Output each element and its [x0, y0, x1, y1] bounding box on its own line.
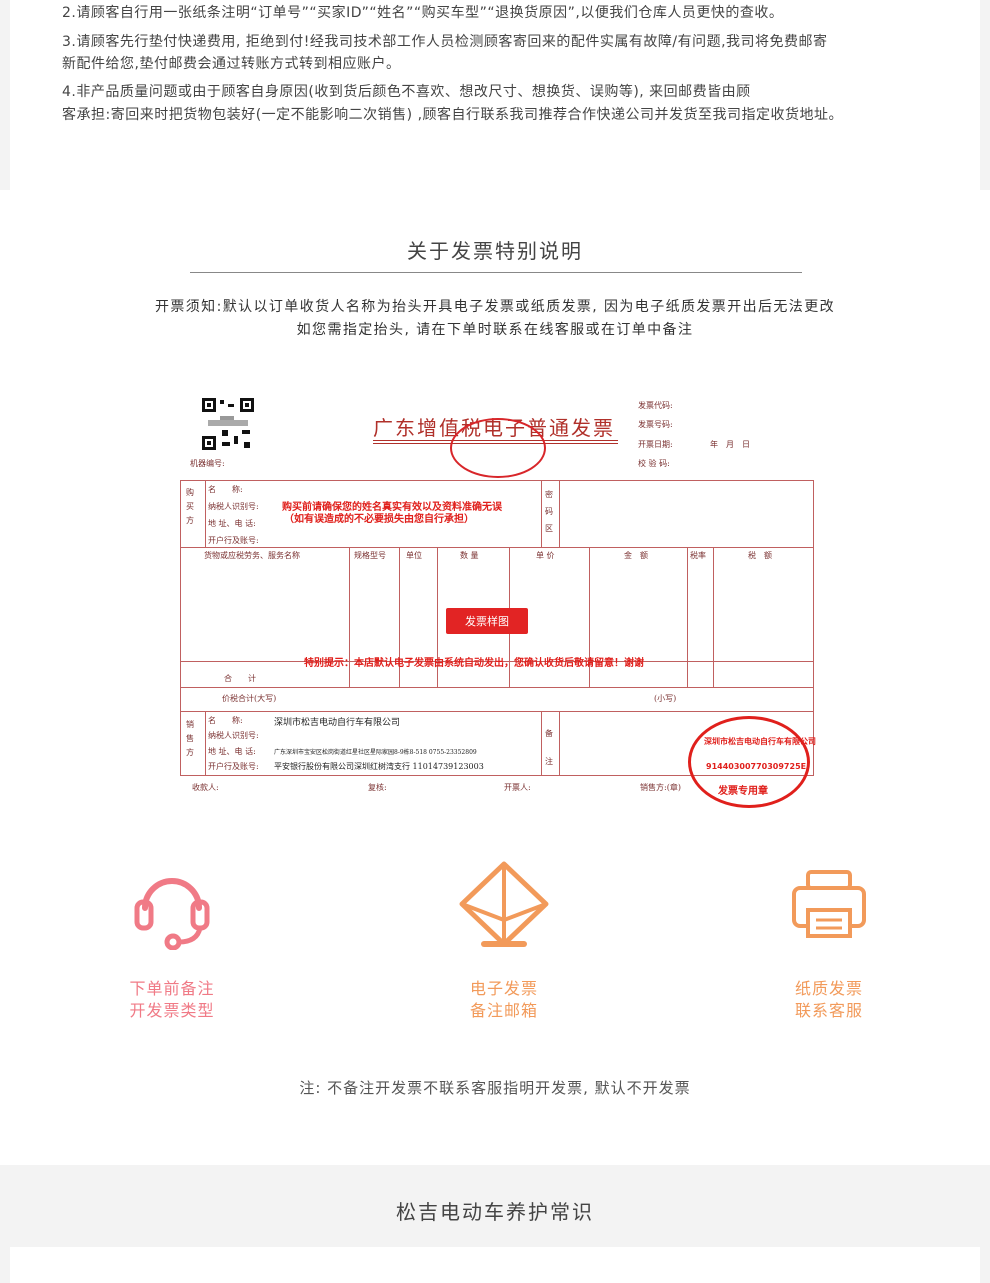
rule-item-3-line2: 新配件给您,垫付邮费会通过转账方式转到相应账户。	[62, 56, 401, 72]
invoice-sample-badge: 发票样图	[446, 608, 528, 634]
stamp-label: 发票专用章	[718, 786, 768, 797]
buyer-bank-label: 开户行及账号:	[208, 536, 259, 545]
buyer-warning-1: 购买前请确保您的姓名真实有效以及资料准确无误	[282, 502, 502, 513]
feature-note-before-order: 下单前备注 开发票类型	[72, 860, 272, 1022]
machine-no-label: 机器编号:	[190, 459, 225, 468]
col-tax-rate: 税率	[690, 551, 706, 560]
feature-2-line1: 电子发票	[469, 979, 538, 998]
feature-3-line1: 纸质发票	[794, 979, 863, 998]
printer-icon	[792, 870, 866, 938]
feature-paper-invoice: 纸质发票 联系客服	[729, 860, 929, 1022]
seller-bank: 平安银行股份有限公司深圳红树湾支行 11014739123003	[274, 762, 484, 771]
col-quantity: 数 量	[460, 551, 479, 560]
seller-taxid-label: 纳税人识别号:	[208, 731, 259, 740]
invoice-sample: 机器编号: 广东增值税电子普通发票 发票代码: 发票号码: 开票日期: 年 月 …	[178, 390, 818, 810]
invoice-footnote: 注: 不备注开发票不联系客服指明开发票, 默认不开发票	[299, 1079, 691, 1097]
seller-side-label: 销售方	[186, 720, 194, 757]
small-write-label: (小写)	[654, 694, 677, 703]
col-unit-price: 单 价	[536, 551, 555, 560]
buyer-side-label: 购买方	[186, 488, 194, 525]
tax-bureau-seal-icon	[450, 418, 546, 478]
rule-item-4-line2: 客承担:寄回来时把货物包装好(一定不能影响二次销售) ,顾客自行联系我司推荐合作…	[62, 107, 844, 123]
buyer-name-label: 名 称:	[208, 485, 243, 494]
stamp-code: 91440300770309725E	[706, 762, 807, 771]
invoice-number-label: 发票号码:	[638, 420, 673, 429]
reviewer-label: 复核:	[368, 783, 387, 792]
qr-code-icon	[200, 396, 256, 452]
maintenance-section-title: 松吉电动车养护常识	[396, 1200, 594, 1224]
price-tax-total-label: 价税合计(大写)	[222, 694, 277, 703]
seller-seal-label: 销售方:(章)	[640, 783, 681, 792]
invoice-notice-line2: 如您需指定抬头, 请在下单时联系在线客服或在订单中备注	[296, 322, 694, 338]
invoice-date-label: 开票日期:	[638, 440, 673, 449]
company-invoice-stamp-icon	[688, 716, 810, 808]
payee-label: 收款人:	[192, 783, 219, 792]
title-divider	[190, 272, 802, 273]
col-goods: 货物或应税劳务、服务名称	[204, 551, 300, 560]
envelope-icon	[459, 861, 549, 947]
feature-1-line2: 开发票类型	[129, 1001, 215, 1020]
seller-address-label: 地 址、电 话:	[208, 747, 256, 756]
invoice-date-placeholder: 年 月 日	[710, 440, 750, 449]
col-amount: 金 额	[624, 551, 648, 560]
issuer-label: 开票人:	[504, 783, 531, 792]
col-tax-amount: 税 额	[748, 551, 772, 560]
invoice-notice-line1: 开票须知:默认以订单收货人名称为抬头开具电子发票或纸质发票, 因为电子纸质发票开…	[154, 299, 835, 315]
rule-item-3-line1: 3.请顾客先行垫付快递费用, 拒绝到付!经我司技术部工作人员检测顾客寄回来的配件…	[62, 34, 828, 50]
check-code-label: 校 验 码:	[638, 459, 670, 468]
special-notice: 特别提示：本店默认电子发票由系统自动发出，您确认收货后敬请留意！谢谢	[304, 658, 644, 669]
invoice-section-title: 关于发票特别说明	[407, 239, 583, 263]
cipher-zone-label: 密码区	[545, 490, 553, 533]
feature-3-line2: 联系客服	[794, 1001, 863, 1020]
seller-bank-label: 开户行及账号:	[208, 762, 259, 771]
buyer-address-label: 地 址、电 话:	[208, 519, 256, 528]
stamp-company: 深圳市松吉电动自行车有限公司	[704, 737, 816, 746]
col-spec: 规格型号	[354, 551, 386, 560]
remarks-label: 备注	[545, 729, 553, 766]
feature-2-line2: 备注邮箱	[469, 1001, 538, 1020]
rule-item-2: 2.请顾客自行用一张纸条注明“订单号”“买家ID”“姓名”“购买车型”“退换货原…	[62, 5, 784, 21]
invoice-grid	[180, 480, 814, 776]
seller-name: 深圳市松吉电动自行车有限公司	[274, 718, 401, 728]
col-unit: 单位	[406, 551, 422, 560]
return-rules-card	[10, 0, 980, 190]
total-label: 合 计	[224, 674, 256, 683]
feature-1-line1: 下单前备注	[129, 979, 215, 998]
seller-name-label: 名 称:	[208, 716, 243, 725]
seller-address: 广东深圳市宝安区松岗街道红星社区星际家园8-9栋8-518 0755-23352…	[274, 749, 477, 756]
buyer-warning-2: （如有误造成的不必要损失由您自行承担）	[284, 514, 474, 525]
buyer-taxid-label: 纳税人识别号:	[208, 502, 259, 511]
maintenance-card	[10, 1247, 980, 1283]
headset-icon	[134, 878, 210, 950]
invoice-code-label: 发票代码:	[638, 401, 673, 410]
rule-item-4-line1: 4.非产品质量问题或由于顾客自身原因(收到货后颜色不喜欢、想改尺寸、想换货、误购…	[62, 84, 751, 100]
feature-e-invoice: 电子发票 备注邮箱	[404, 860, 604, 1022]
